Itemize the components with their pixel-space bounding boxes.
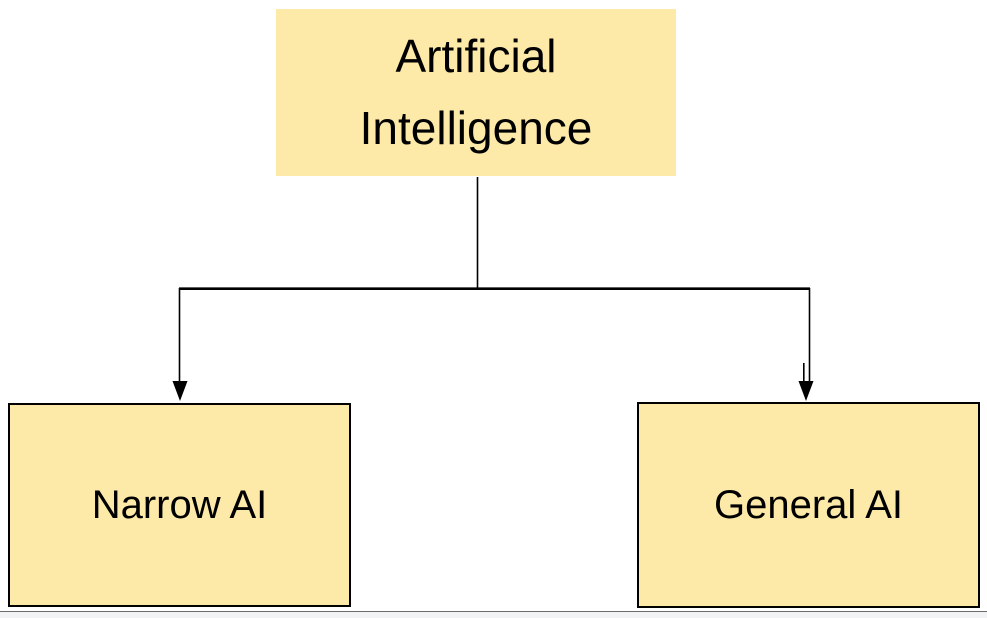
- node-narrow-ai[interactable]: Narrow AI: [8, 403, 351, 607]
- node-artificial-intelligence-label: Artificial Intelligence: [359, 30, 593, 154]
- arrowhead-general-ai-icon: [798, 381, 814, 401]
- canvas-bottom-edge: [0, 611, 987, 612]
- node-artificial-intelligence[interactable]: Artificial Intelligence: [276, 9, 676, 176]
- node-general-ai[interactable]: General AI: [637, 402, 980, 608]
- canvas-bottom-strip: [0, 612, 987, 618]
- node-narrow-ai-label: Narrow AI: [91, 482, 268, 527]
- node-general-ai-label: General AI: [713, 482, 903, 527]
- arrowhead-narrow-ai-icon: [172, 381, 188, 401]
